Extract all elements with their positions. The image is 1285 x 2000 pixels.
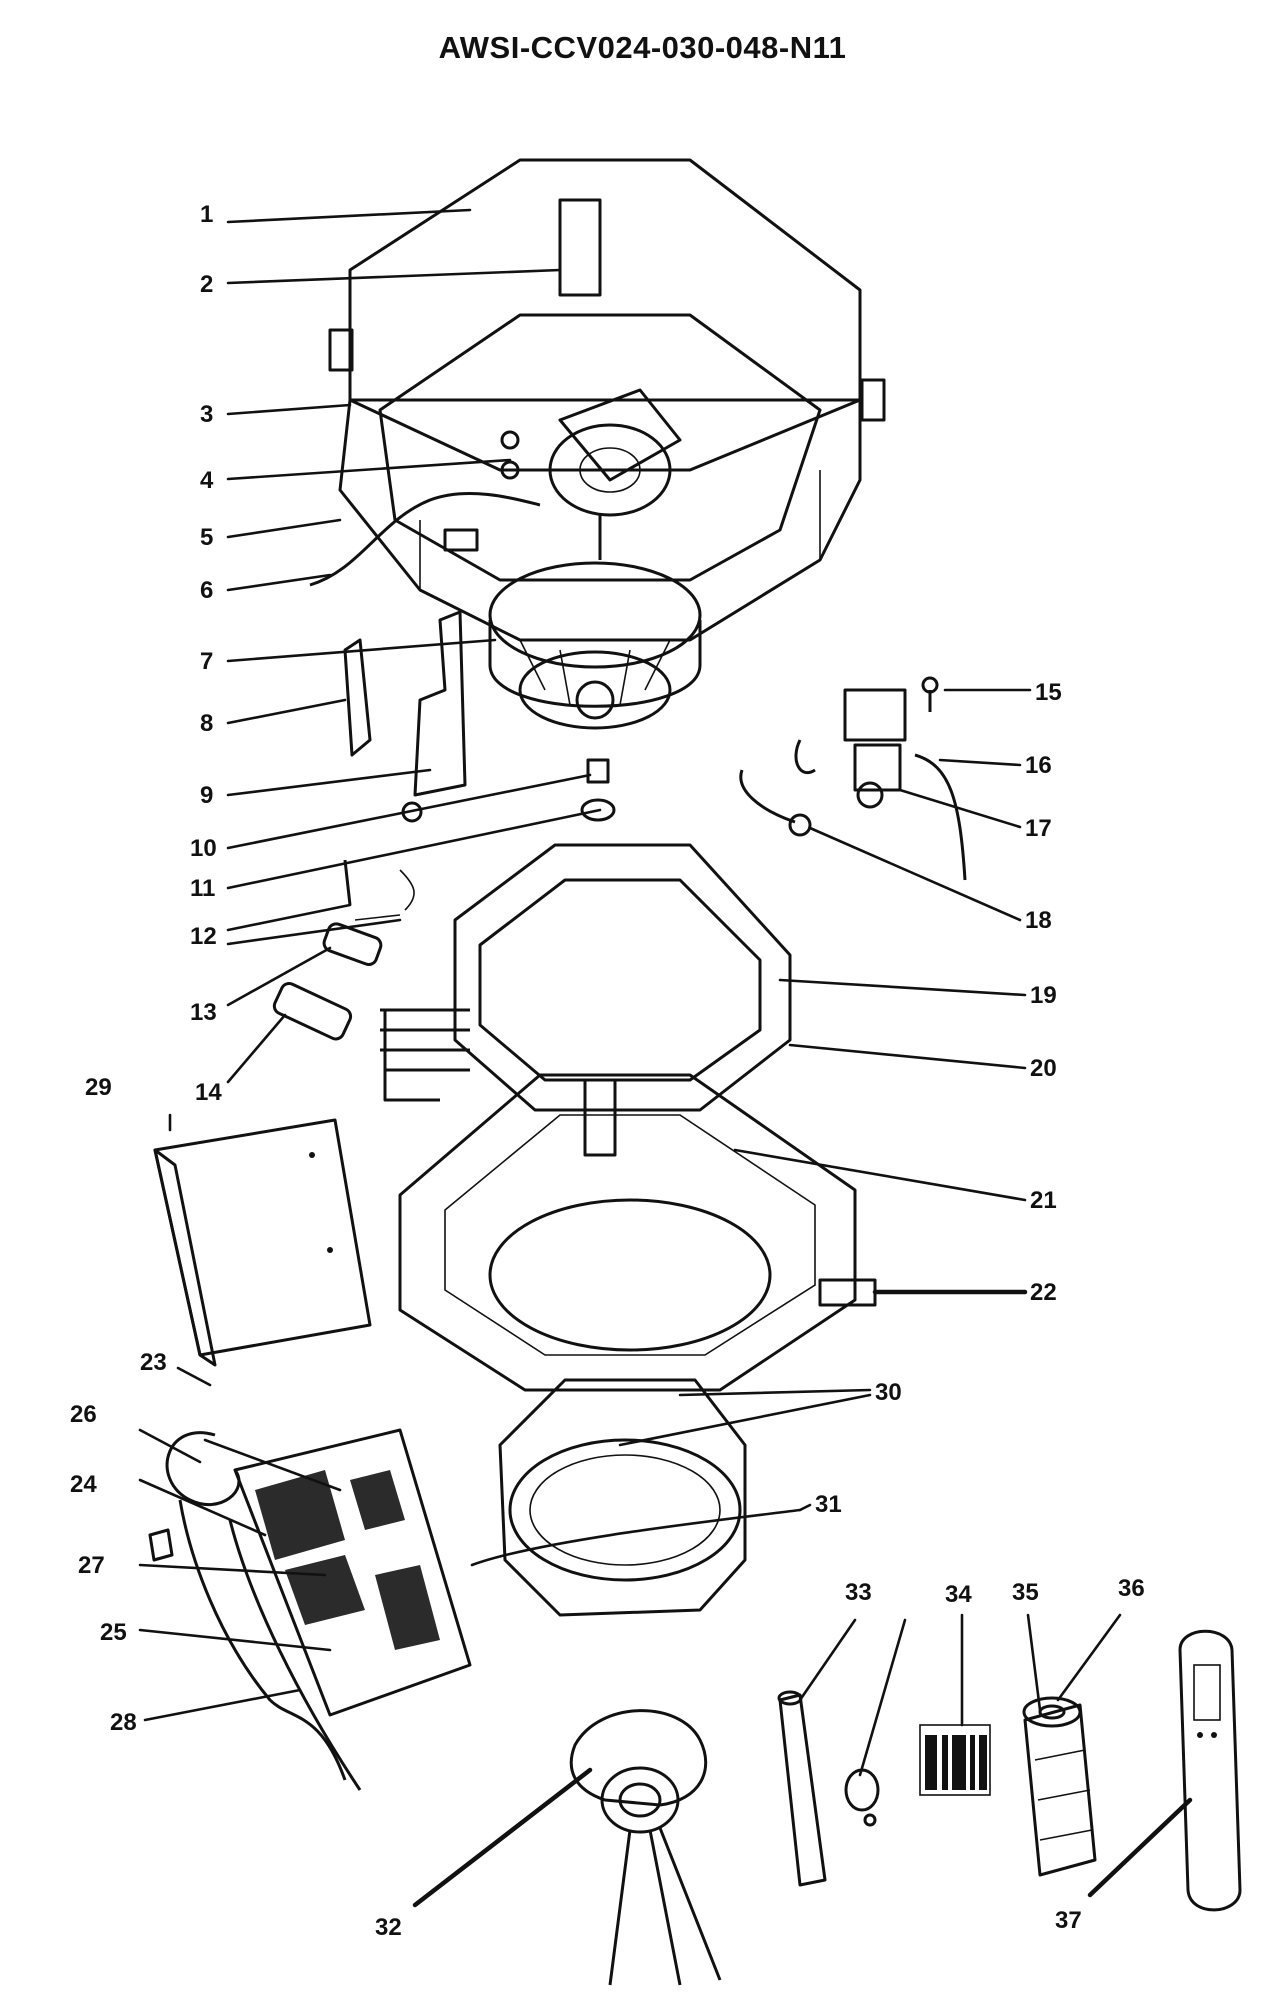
part-22-drain bbox=[818, 1278, 877, 1307]
board-component bbox=[350, 1470, 405, 1530]
leader-lines bbox=[138, 208, 1193, 1908]
part-10-nut bbox=[580, 798, 616, 822]
callout-6: 6 bbox=[200, 577, 213, 604]
callout-2: 2 bbox=[200, 271, 213, 298]
callout-14: 14 bbox=[195, 1079, 222, 1106]
board-harness bbox=[165, 1431, 241, 1507]
board-component bbox=[375, 1565, 440, 1650]
control-board-assembly bbox=[148, 1428, 472, 1791]
callout-8: 8 bbox=[200, 710, 213, 737]
callout-13: 13 bbox=[190, 999, 217, 1026]
callout-5: 5 bbox=[200, 524, 213, 551]
board-harness-long bbox=[178, 1499, 347, 1781]
callout-23: 23 bbox=[140, 1349, 167, 1376]
part-13-fitting bbox=[322, 922, 383, 966]
callout-17: 17 bbox=[1025, 815, 1052, 842]
callout-28: 28 bbox=[110, 1709, 137, 1736]
insulation-top bbox=[348, 158, 862, 472]
part-8-plate bbox=[343, 638, 372, 757]
callout-15: 15 bbox=[1035, 679, 1062, 706]
blower-wheel bbox=[488, 561, 702, 730]
cabinet-bracket bbox=[558, 198, 602, 297]
callout-21: 21 bbox=[1030, 1187, 1057, 1214]
pipe-fittings bbox=[272, 859, 415, 1041]
diagram-title: AWSI-CCV024-030-048-N11 bbox=[438, 30, 847, 65]
board-harness-2 bbox=[228, 1519, 362, 1791]
part-34-label bbox=[919, 1724, 991, 1796]
coil-pipe bbox=[383, 1010, 440, 1102]
part-33-pipe-clamp bbox=[777, 1690, 880, 1887]
callout-9: 9 bbox=[200, 782, 213, 809]
cabinet-lower-skirt bbox=[338, 398, 862, 642]
bracket-parts bbox=[343, 610, 616, 823]
callout-34: 34 bbox=[945, 1581, 972, 1608]
part-35-36-insulation-roll bbox=[1022, 1696, 1097, 1877]
callout-36: 36 bbox=[1118, 1575, 1145, 1602]
motor-cable bbox=[309, 492, 541, 587]
callout-30: 30 bbox=[875, 1379, 902, 1406]
callout-37: 37 bbox=[1055, 1907, 1082, 1934]
callout-32: 32 bbox=[375, 1914, 402, 1941]
callout-1: 1 bbox=[200, 201, 213, 228]
callout-33: 33 bbox=[845, 1579, 872, 1606]
callout-10: 10 bbox=[190, 835, 217, 862]
motor-mount-plate bbox=[558, 388, 682, 482]
callout-12: 12 bbox=[190, 923, 217, 950]
motor-hub bbox=[579, 447, 641, 493]
valve-assembly bbox=[739, 676, 967, 881]
part-11-pipe bbox=[343, 859, 352, 906]
part-14-fitting bbox=[272, 981, 353, 1041]
callout-3: 3 bbox=[200, 401, 213, 428]
cabinet-assembly bbox=[309, 158, 886, 642]
fan-motor bbox=[548, 423, 672, 517]
drain-pan-opening bbox=[488, 1198, 772, 1352]
callout-4: 4 bbox=[200, 467, 214, 494]
callout-29: 29 bbox=[85, 1074, 112, 1101]
callout-labels: 1 2 3 4 5 6 7 8 9 10 11 12 13 14 15 16 1… bbox=[70, 201, 1145, 1941]
callout-35: 35 bbox=[1012, 1579, 1039, 1606]
drain-pan-chassis bbox=[398, 1073, 877, 1392]
bolt bbox=[500, 430, 520, 450]
hanger-bracket-left bbox=[328, 328, 354, 372]
part-12-wire bbox=[399, 869, 415, 911]
callout-31: 31 bbox=[815, 1491, 842, 1518]
callout-26: 26 bbox=[70, 1401, 97, 1428]
part-37-remote-controller bbox=[1178, 1629, 1242, 1912]
heat-exchanger-coil bbox=[380, 843, 792, 1112]
part-10-clip bbox=[586, 758, 610, 784]
coil-header-pipes bbox=[380, 1008, 470, 1072]
fixing-block bbox=[443, 528, 479, 552]
part-12-wire bbox=[354, 914, 401, 921]
callout-16: 16 bbox=[1025, 752, 1052, 779]
callout-25: 25 bbox=[100, 1619, 127, 1646]
board-component bbox=[255, 1470, 345, 1560]
center-bracket bbox=[583, 1078, 617, 1157]
callout-24: 24 bbox=[70, 1471, 97, 1498]
callout-20: 20 bbox=[1030, 1055, 1057, 1082]
cabinet-inner-opening bbox=[378, 313, 822, 582]
part-9-bracket bbox=[413, 610, 467, 797]
callout-18: 18 bbox=[1025, 907, 1052, 934]
part-32-drain-hose bbox=[569, 1709, 722, 1986]
board-component bbox=[285, 1555, 365, 1625]
callout-22: 22 bbox=[1030, 1279, 1057, 1306]
callout-7: 7 bbox=[200, 648, 213, 675]
bolt bbox=[500, 460, 520, 480]
callout-19: 19 bbox=[1030, 982, 1057, 1009]
callout-11: 11 bbox=[190, 875, 215, 902]
callout-27: 27 bbox=[78, 1552, 105, 1579]
hanger-bracket-right bbox=[860, 378, 886, 422]
board-connector bbox=[148, 1528, 174, 1562]
bell-mouth bbox=[498, 1378, 747, 1617]
part-29-cover bbox=[153, 1118, 372, 1367]
